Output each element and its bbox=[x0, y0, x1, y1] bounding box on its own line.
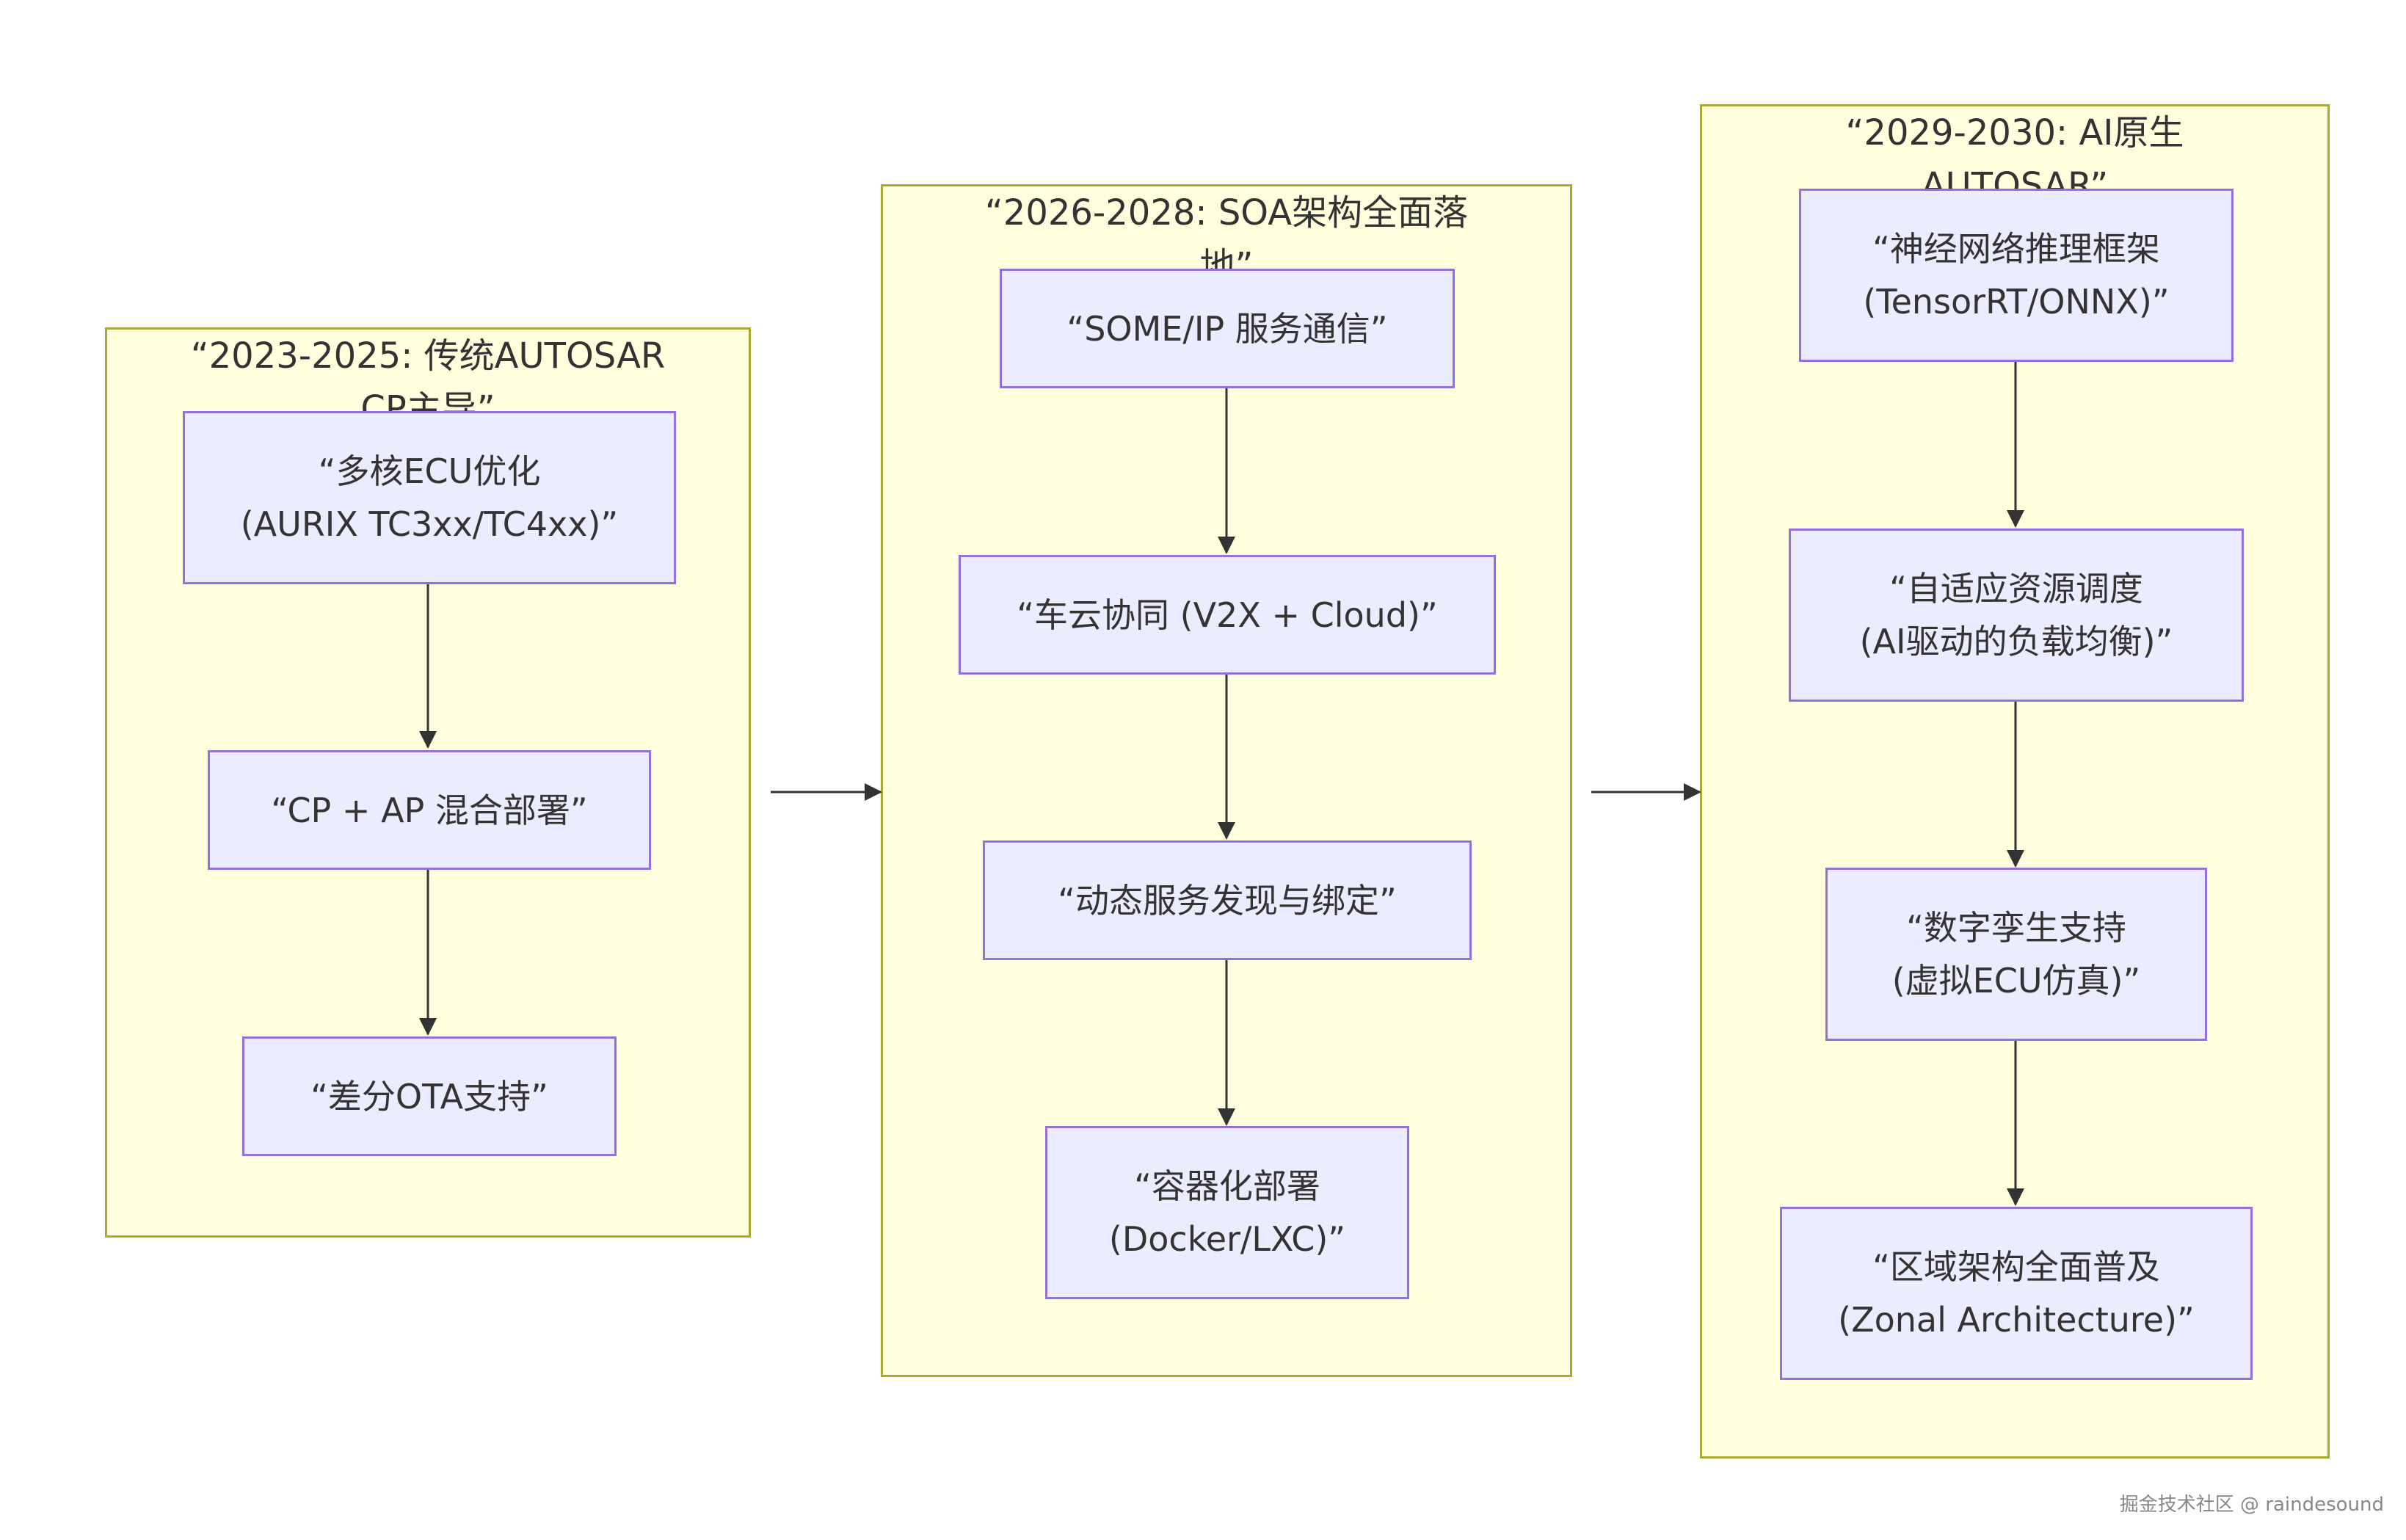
node-container[interactable]: “容器化部署 (Docker/LXC)” bbox=[1045, 1126, 1409, 1299]
node-delta-ota[interactable]: “差分OTA支持” bbox=[242, 1036, 617, 1156]
node-v2x-cloud[interactable]: “车云协同 (V2X + Cloud)” bbox=[959, 555, 1496, 675]
node-service-discovery[interactable]: “动态服务发现与绑定” bbox=[983, 840, 1472, 960]
node-multicore-ecu[interactable]: “多核ECU优化 (AURIX TC3xx/TC4xx)” bbox=[183, 411, 676, 584]
node-nn-inference[interactable]: “神经网络推理框架 (TensorRT/ONNX)” bbox=[1799, 189, 2234, 362]
node-digital-twin[interactable]: “数字孪生支持 (虚拟ECU仿真)” bbox=[1825, 868, 2207, 1041]
node-adaptive-scheduling[interactable]: “自适应资源调度 (AI驱动的负载均衡)” bbox=[1789, 529, 2244, 702]
watermark: 掘金技术社区 @ raindesound bbox=[2119, 1494, 2384, 1516]
node-someip[interactable]: “SOME/IP 服务通信” bbox=[1000, 269, 1455, 388]
node-cp-ap-hybrid[interactable]: “CP + AP 混合部署” bbox=[208, 750, 651, 870]
node-zonal-architecture[interactable]: “区域架构全面普及 (Zonal Architecture)” bbox=[1780, 1207, 2253, 1380]
